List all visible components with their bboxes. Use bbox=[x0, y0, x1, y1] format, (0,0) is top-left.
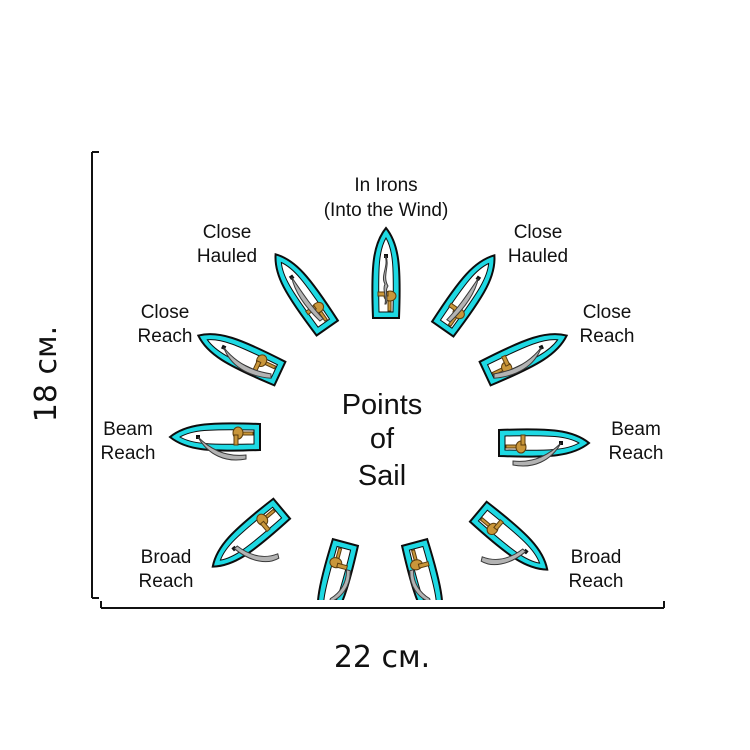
diagram-title: Points of Sail bbox=[342, 389, 423, 492]
title-line-3: Sail bbox=[358, 460, 406, 492]
title-line-2: of bbox=[370, 423, 395, 455]
svg-text:Close: Close bbox=[203, 222, 252, 243]
label-beam-reach-left: Beam Reach bbox=[101, 419, 156, 464]
boat-broad-reach-right bbox=[468, 500, 558, 582]
svg-text:Hauled: Hauled bbox=[508, 246, 568, 267]
svg-text:Reach: Reach bbox=[580, 326, 635, 347]
svg-text:Reach: Reach bbox=[569, 571, 624, 592]
label-close-hauled-right: Close Hauled bbox=[508, 222, 568, 267]
svg-text:Close: Close bbox=[141, 302, 190, 323]
svg-text:Broad: Broad bbox=[141, 547, 192, 568]
svg-text:Close: Close bbox=[514, 222, 563, 243]
label-beam-reach-right: Beam Reach bbox=[609, 419, 664, 464]
boat-running-left bbox=[307, 537, 360, 600]
boat-beam-reach-left bbox=[169, 422, 261, 461]
label-in-irons: In Irons (Into the Wind) bbox=[324, 175, 449, 221]
label-close-hauled-left: Close Hauled bbox=[197, 222, 257, 267]
height-label: 18 см. bbox=[29, 326, 64, 422]
svg-text:Reach: Reach bbox=[139, 571, 194, 592]
svg-text:Beam: Beam bbox=[103, 419, 153, 440]
svg-text:Close: Close bbox=[583, 302, 632, 323]
boat-close-reach-right bbox=[478, 322, 574, 387]
boat-close-reach-left bbox=[191, 322, 287, 387]
svg-text:Hauled: Hauled bbox=[197, 246, 257, 267]
label-close-reach-right: Close Reach bbox=[580, 302, 635, 347]
title-line-1: Points bbox=[342, 389, 423, 421]
height-dimension: 18 см. bbox=[29, 151, 99, 599]
boat-broad-reach-left bbox=[202, 497, 292, 579]
svg-text:Reach: Reach bbox=[609, 443, 664, 464]
label-broad-reach-right: Broad Reach bbox=[569, 547, 624, 592]
label-close-reach-left: Close Reach bbox=[138, 302, 193, 347]
svg-text:Beam: Beam bbox=[611, 419, 661, 440]
boat-close-hauled-right bbox=[430, 246, 507, 338]
svg-text:In Irons: In Irons bbox=[354, 175, 417, 196]
width-dimension: 22 см. bbox=[100, 601, 665, 675]
svg-text:Reach: Reach bbox=[138, 326, 193, 347]
width-label: 22 см. bbox=[334, 640, 430, 675]
boat-in-irons bbox=[371, 227, 401, 319]
boat-close-hauled-left bbox=[263, 245, 340, 337]
label-broad-reach-left: Broad Reach bbox=[139, 547, 194, 592]
boat-running-right bbox=[400, 537, 453, 600]
svg-text:Reach: Reach bbox=[101, 443, 156, 464]
svg-text:Broad: Broad bbox=[571, 547, 622, 568]
boat-beam-reach-right bbox=[498, 428, 590, 467]
svg-text:(Into the Wind): (Into the Wind) bbox=[324, 200, 449, 221]
